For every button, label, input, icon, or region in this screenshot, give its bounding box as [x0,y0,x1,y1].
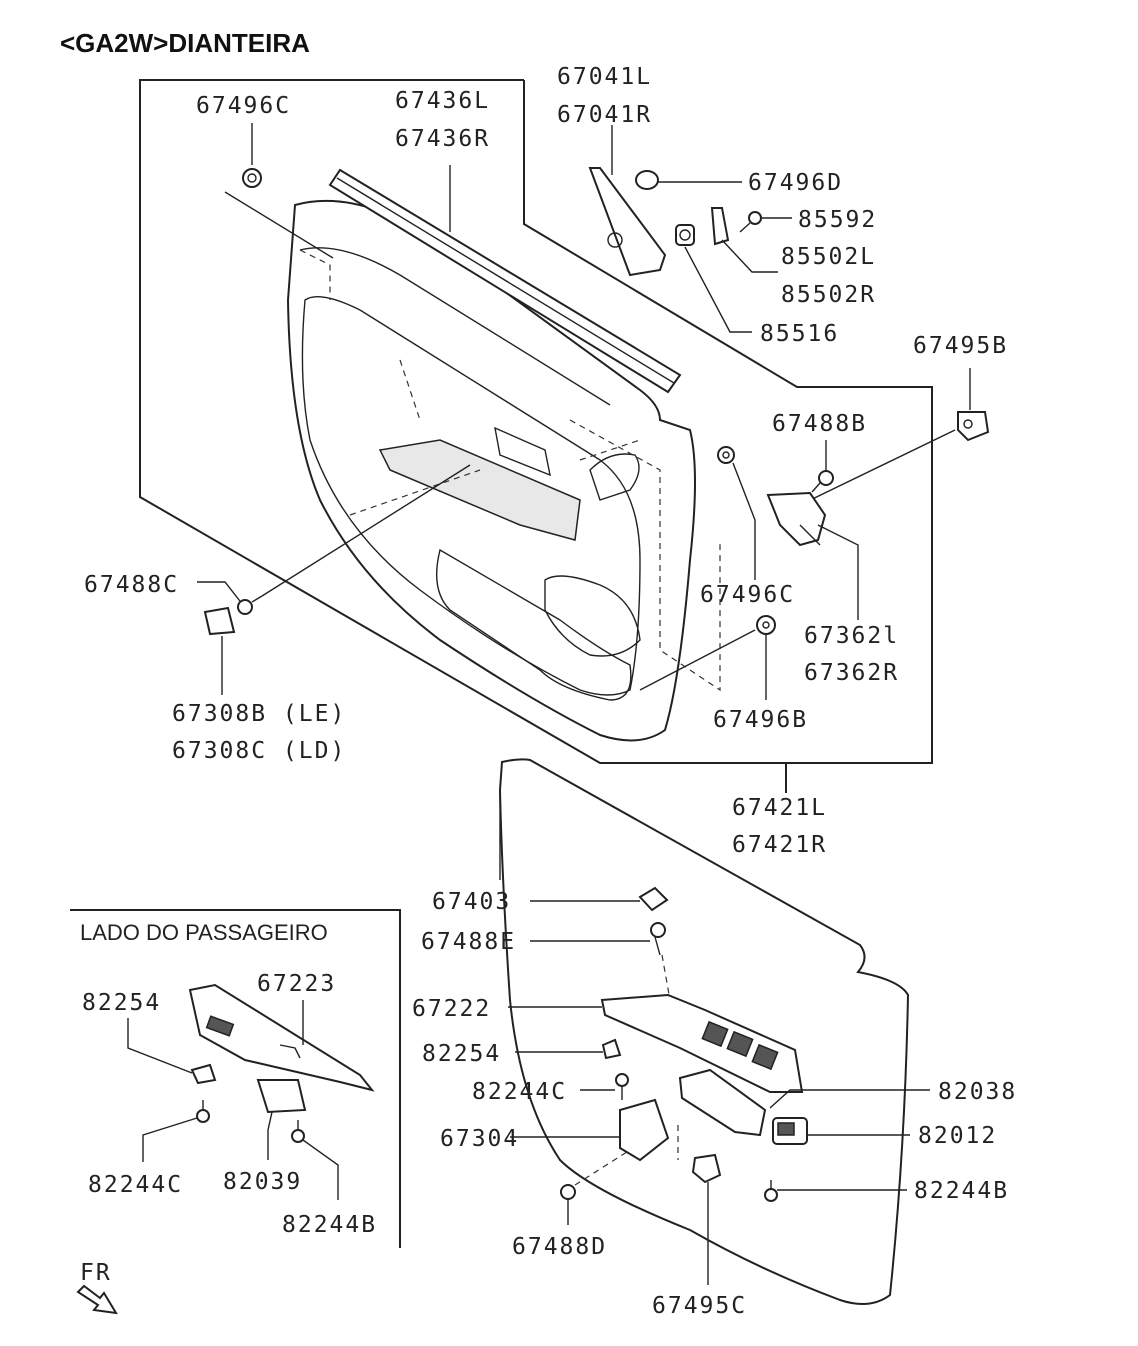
label-67495b: 67495B [913,333,1008,359]
clip-67495b [799,368,990,506]
label-67222: 67222 [412,996,491,1022]
label-67436r: 67436R [395,126,490,152]
label-67304: 67304 [440,1126,519,1152]
label-85502l: 85502L [781,244,876,270]
label-67421l: 67421L [732,795,827,821]
direction-label: FR [80,1260,112,1286]
screw-85592 [739,211,792,233]
label-82244c-main: 82244C [472,1079,567,1105]
label-82254-main: 82254 [422,1041,501,1067]
label-67495c: 67495C [652,1293,747,1319]
label-67488b: 67488B [772,411,867,437]
label-67223: 67223 [257,971,336,997]
label-67421r: 67421R [732,832,827,858]
label-82244c-inset: 82244C [88,1172,183,1198]
switch-82038 [678,1068,930,1137]
clip-67496b [639,615,776,700]
door-panel-outline-lower [498,758,910,1305]
label-67403: 67403 [432,889,511,915]
label-67041l: 67041L [557,64,652,90]
label-82254-inset: 82254 [82,990,161,1016]
label-67496d: 67496D [748,170,843,196]
bracket-67304 [510,1098,679,1162]
front-direction-arrow: FR [76,1260,118,1315]
label-67362r: 67362R [804,660,899,686]
label-67308b: 67308B (LE) [172,701,346,727]
label-85516: 85516 [760,321,839,347]
label-67496c-mid: 67496C [700,582,795,608]
label-82244b-main: 82244B [914,1178,1009,1204]
label-67488c: 67488C [84,572,179,598]
label-82244b-inset: 82244B [282,1212,377,1238]
cover-67308 [203,606,236,695]
screw-67488c [197,464,471,615]
label-85592: 85592 [798,207,877,233]
clip-67495c [691,1153,722,1285]
label-67488d: 67488D [512,1234,607,1260]
label-67436l: 67436L [395,88,490,114]
label-85502r: 85502R [781,282,876,308]
switch-82012 [772,1117,910,1145]
inner-handle-cover-67041 [588,125,667,277]
label-67488e: 67488E [421,929,516,955]
part-labels: 67496C 67436L 67436R 67041L 67041R 67496… [82,64,1017,1319]
clip-67496c-top [224,123,334,259]
label-67362l: 67362l [804,623,899,649]
label-82038: 82038 [938,1079,1017,1105]
bracket-85502 [710,207,778,273]
nut-85516 [675,224,752,333]
switch-panel-67222 [508,993,804,1093]
inset-title: LADO DO PASSAGEIRO [80,920,328,945]
label-67041r: 67041R [557,102,652,128]
screw-67488d [560,1149,631,1225]
label-82012: 82012 [918,1123,997,1149]
clip-67496c-mid [717,446,756,580]
handle-bracket-67362 [766,491,859,620]
screw-82244c-main [580,1073,629,1100]
clip-82254-main [515,1038,622,1060]
diagram-title: <GA2W>DIANTEIRA [60,28,310,58]
pad-67403 [530,886,669,912]
assembly-frame [139,79,933,793]
screw-82244b-main [764,1180,907,1202]
screw-67488b [811,440,834,493]
door-trim-panel [286,199,721,742]
label-82039: 82039 [223,1169,302,1195]
clip-67496d [635,170,742,190]
passenger-side-inset: LADO DO PASSAGEIRO [70,909,401,1248]
screw-67488e [530,922,671,1001]
label-67496b: 67496B [713,707,808,733]
label-67496c-top: 67496C [196,93,291,119]
weatherstrip-67436 [328,165,682,394]
label-67308c: 67308C (LD) [172,738,346,764]
